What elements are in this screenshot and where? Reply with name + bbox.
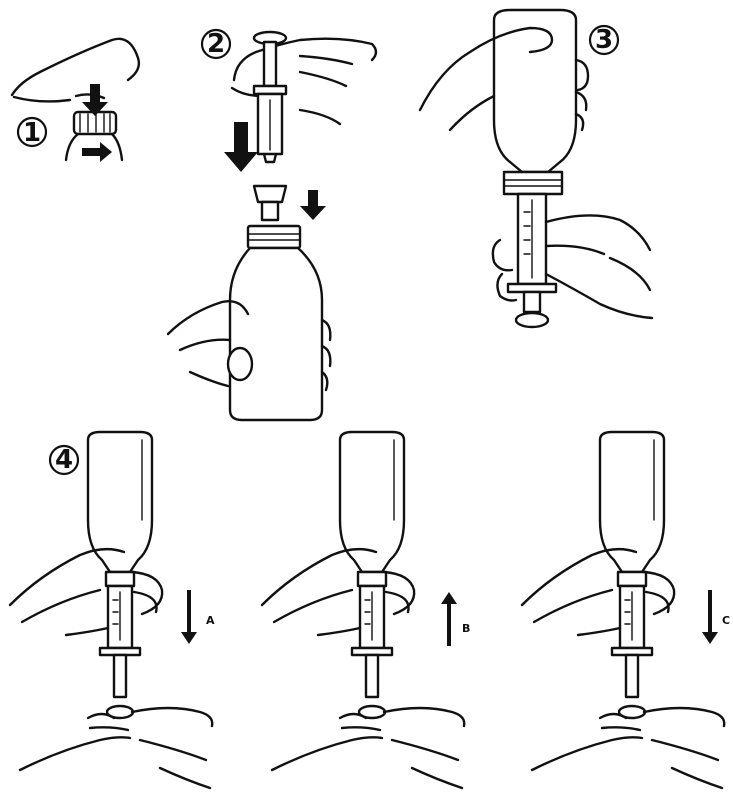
svg-text:3: 3 (595, 25, 613, 55)
step-2-illustration (168, 32, 376, 420)
svg-text:2: 2 (207, 29, 225, 59)
step-1-number: ① 1 (18, 118, 46, 148)
step-4-number: 4 (50, 445, 78, 475)
step-3-illustration (420, 10, 652, 327)
sub-step-label-a: A (206, 614, 215, 627)
step-3-number: 3 (590, 25, 618, 55)
sub-step-label-b: B (462, 622, 470, 635)
svg-text:1: 1 (23, 118, 41, 148)
arrow-down-icon-a (181, 590, 197, 644)
arrow-up-icon-b (441, 592, 457, 646)
arrow-down-icon-c (702, 590, 718, 644)
sub-step-label-c: C (722, 614, 730, 627)
step-4b-illustration (262, 432, 464, 788)
step-4c-illustration (522, 432, 724, 788)
step-2-number: 2 (202, 29, 230, 59)
step-4a-illustration (10, 432, 212, 788)
svg-text:4: 4 (55, 445, 73, 475)
